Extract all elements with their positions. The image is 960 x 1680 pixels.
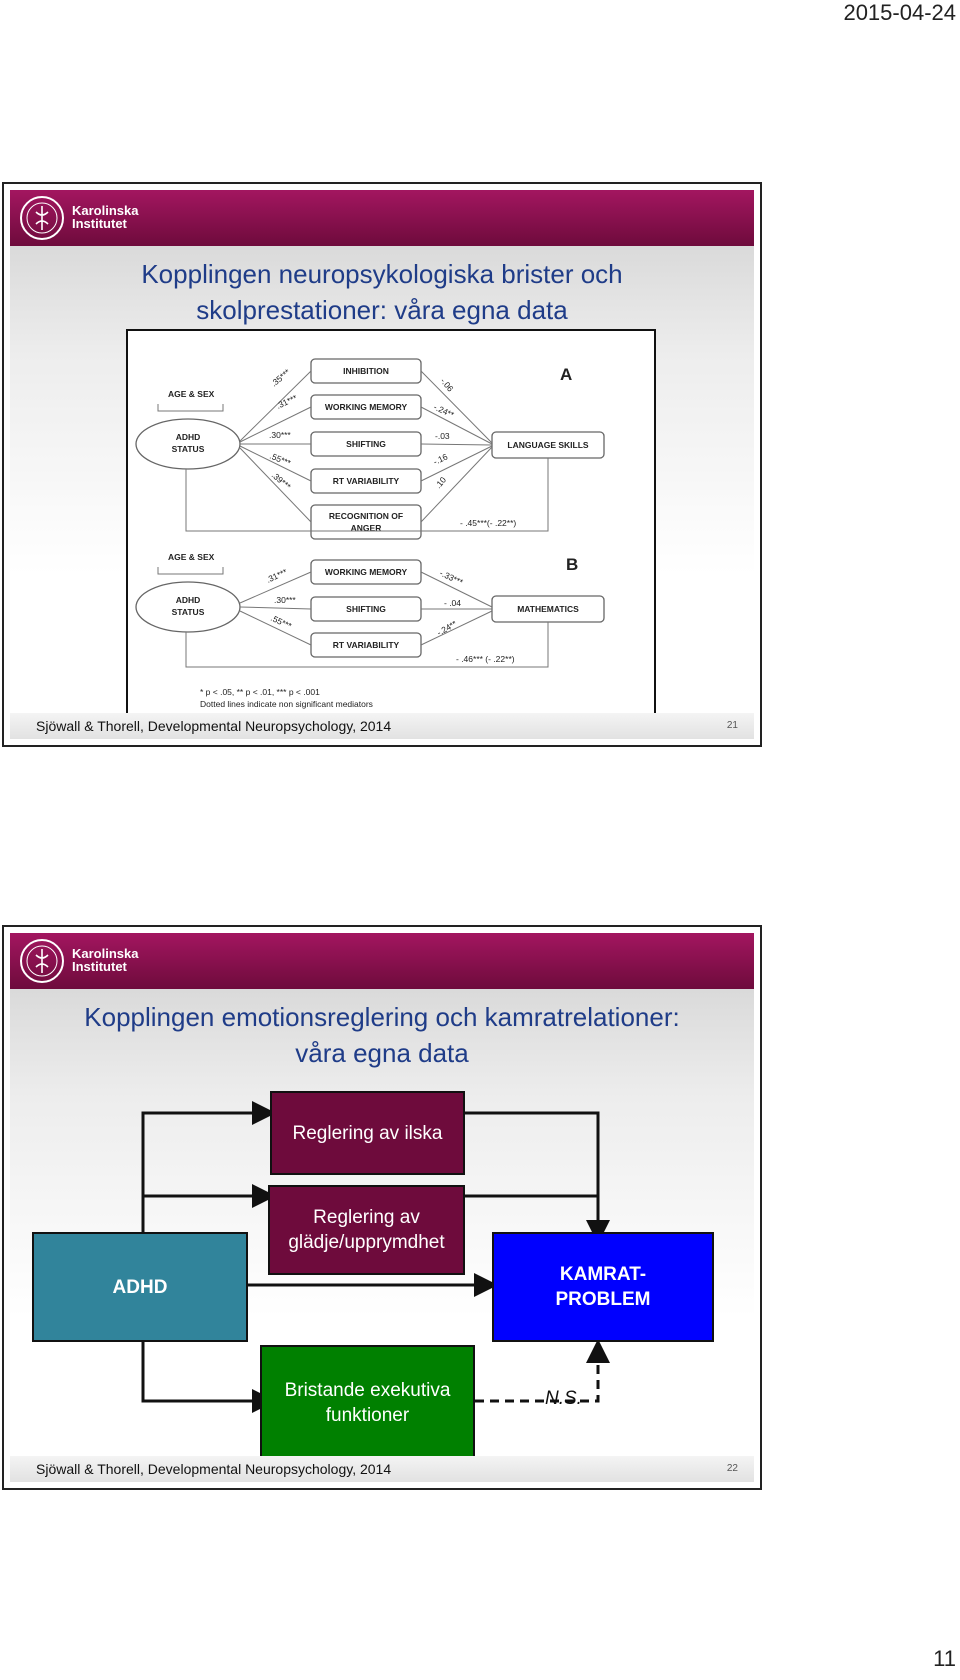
mediation-diagram: A AGE & SEX ADHD STATUS INHIBITION WORKI… — [135, 358, 605, 709]
coef-b-l2: .30*** — [274, 595, 296, 605]
language-skills-text: LANGUAGE SKILLS — [507, 440, 589, 450]
shifting-a-text: SHIFTING — [346, 439, 386, 449]
karolinska-logo: Karolinska Institutet — [18, 937, 168, 985]
age-sex-b-bracket — [157, 567, 224, 575]
coef-b-l1: .31*** — [265, 566, 290, 585]
logo-line-1: Karolinska — [72, 946, 139, 961]
panel-b-label: B — [566, 555, 578, 574]
title-line-1: Kopplingen neuropsykologiska brister och — [141, 259, 623, 289]
exek-text-1: Bristande exekutiva — [284, 1380, 451, 1401]
arrow-adhd-to-exek — [141, 1340, 276, 1413]
logo-text: Karolinska Institutet — [72, 947, 138, 973]
coef-b-r3: -.24** — [435, 618, 459, 638]
b-direct-path — [185, 622, 549, 668]
slide-number: 22 — [726, 1463, 738, 1474]
coef-b-r1: -.33*** — [438, 568, 465, 588]
exek-text-2: funktioner — [325, 1405, 410, 1426]
coef-a-l2: .31*** — [275, 392, 300, 411]
a-right-paths — [420, 370, 493, 523]
logo-line-2: Institutet — [72, 959, 127, 974]
coef-a-r2: -.24** — [432, 402, 456, 420]
slide-banner: Karolinska Institutet — [10, 190, 754, 246]
slide-body: Karolinska Institutet Kopplingen emotion… — [10, 933, 754, 1482]
slide-title: Kopplingen neuropsykologiska brister och… — [10, 256, 754, 328]
adhd-a-text-1: ADHD — [176, 432, 201, 442]
title-line-2: skolprestationer: våra egna data — [196, 295, 568, 325]
citation: Sjöwall & Thorell, Developmental Neurops… — [36, 718, 392, 734]
a-direct-path — [185, 458, 549, 532]
a-left-paths — [239, 370, 312, 523]
coef-a-l5: .39*** — [270, 470, 294, 492]
box-reglering-ilska: Reglering av ilska — [270, 1091, 465, 1175]
rt-variability-b-text: RT VARIABILITY — [333, 640, 400, 650]
adhd-text: ADHD — [112, 1276, 168, 1298]
coef-a-r3: -.03 — [435, 431, 450, 441]
page-date: 2015-04-24 — [843, 0, 956, 25]
slide-number: 21 — [726, 720, 738, 731]
logo-text: Karolinska Institutet — [72, 204, 138, 230]
working-memory-b-text: WORKING MEMORY — [325, 567, 408, 577]
arrow-ilska-to-kamrat — [463, 1111, 610, 1244]
recognition-text-2: ANGER — [351, 523, 382, 533]
slide-banner: Karolinska Institutet — [10, 933, 754, 989]
coef-b-l3: .55*** — [269, 613, 294, 632]
panel-a-label: A — [560, 365, 572, 384]
coef-a-l3: .30*** — [269, 430, 291, 440]
karolinska-logo: Karolinska Institutet — [18, 194, 168, 242]
citation: Sjöwall & Thorell, Developmental Neurops… — [36, 1461, 392, 1477]
seal-icon — [20, 196, 64, 240]
box-bristande-exekutiva: Bristande exekutiva funktioner — [260, 1345, 475, 1461]
slide-footer: Sjöwall & Thorell, Developmental Neurops… — [10, 1456, 754, 1482]
title-line-2: våra egna data — [295, 1038, 469, 1068]
shifting-b-text: SHIFTING — [346, 604, 386, 614]
slide-title: Kopplingen emotionsreglering och kamratr… — [10, 999, 754, 1071]
recognition-text-1: RECOGNITION OF — [329, 511, 403, 521]
inhibition-text: INHIBITION — [343, 366, 389, 376]
ns-label: N.S. — [545, 1388, 582, 1409]
slide-21: Karolinska Institutet Kopplingen neurops… — [2, 182, 762, 747]
significance-note: * p < .05, ** p < .01, *** p < .001 — [200, 687, 320, 697]
age-sex-b-label: AGE & SEX — [168, 552, 215, 562]
seal-icon — [20, 939, 64, 983]
adhd-a-text-2: STATUS — [172, 444, 205, 454]
box-adhd: ADHD — [32, 1232, 248, 1342]
dotted-lines-note: Dotted lines indicate non significant me… — [200, 699, 373, 709]
title-line-1: Kopplingen emotionsreglering och kamratr… — [84, 1002, 680, 1032]
diagram-arrows — [141, 1101, 610, 1413]
gladje-text-1: Reglering av — [313, 1207, 420, 1228]
coef-a-r5: .10 — [433, 475, 448, 491]
mediation-figure: A AGE & SEX ADHD STATUS INHIBITION WORKI… — [126, 329, 656, 737]
gladje-text-2: glädje/upprymdhet — [288, 1232, 445, 1253]
coef-a-l1: .35*** — [269, 366, 293, 388]
coef-b-total: - .46*** (- .22**) — [456, 654, 515, 664]
coef-a-total: - .45***(- .22**) — [460, 518, 516, 528]
path-diagram: Reglering av ilska Reglering av glädje/u… — [10, 933, 758, 1486]
mathematics-text: MATHEMATICS — [517, 604, 579, 614]
kamrat-text-1: KAMRAT- — [559, 1264, 647, 1285]
coef-a-r4: -.16 — [432, 451, 450, 466]
slide-body: Karolinska Institutet Kopplingen neurops… — [10, 190, 754, 739]
age-sex-a-label: AGE & SEX — [168, 389, 215, 399]
page-number: 11 — [933, 1646, 956, 1671]
logo-line-2: Institutet — [72, 216, 127, 231]
box-kamratproblem: KAMRAT- PROBLEM — [492, 1232, 714, 1342]
ilska-text: Reglering av ilska — [292, 1122, 443, 1144]
age-sex-a-bracket — [157, 404, 224, 412]
slide-footer: Sjöwall & Thorell, Developmental Neurops… — [10, 713, 754, 739]
working-memory-a-text: WORKING MEMORY — [325, 402, 408, 412]
adhd-b-text-1: ADHD — [176, 595, 201, 605]
box-reglering-gladje: Reglering av glädje/upprymdhet — [268, 1185, 465, 1275]
kamrat-text-2: PROBLEM — [555, 1289, 651, 1310]
adhd-b-text-2: STATUS — [172, 607, 205, 617]
b-right-paths — [420, 571, 493, 646]
arrow-adhd-to-ilska — [141, 1101, 276, 1232]
logo-line-1: Karolinska — [72, 203, 139, 218]
b-left-paths — [239, 571, 312, 646]
arrow-exek-to-kamrat-ns — [475, 1339, 610, 1403]
rt-variability-a-text: RT VARIABILITY — [333, 476, 400, 486]
coef-b-r2: - .04 — [444, 598, 461, 608]
slide-22: Karolinska Institutet Kopplingen emotion… — [2, 925, 762, 1490]
